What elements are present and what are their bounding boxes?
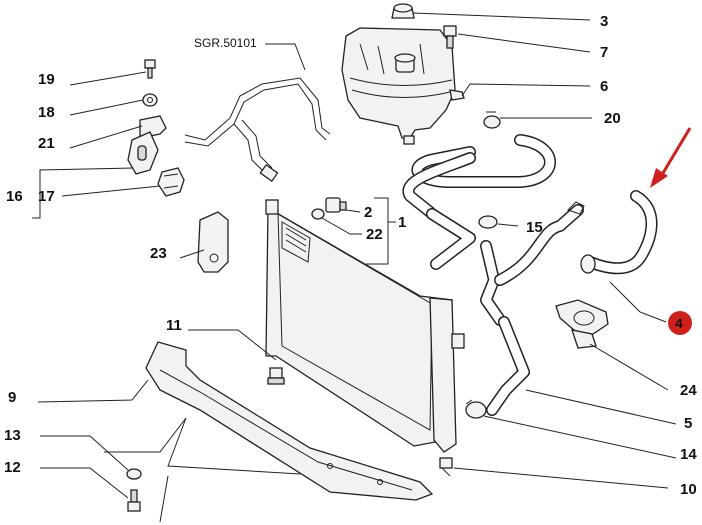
washer-13 (126, 468, 142, 480)
tank-cap (391, 3, 415, 19)
callout-24: 24 (680, 382, 697, 399)
mount-bracket-24 (555, 299, 609, 349)
bracket-21 (127, 115, 167, 175)
nut-18 (142, 93, 158, 107)
callout-12: 12 (4, 459, 21, 476)
callout-18: 18 (38, 104, 55, 121)
leader-3 (412, 12, 591, 21)
bracket-lead-9b (167, 417, 301, 475)
leader-13 (40, 435, 129, 471)
bracket-lead-9a (104, 417, 187, 453)
leader-2 (345, 209, 361, 213)
bracket-lead-1 (366, 197, 389, 265)
callout-21: 21 (38, 135, 55, 152)
callout-4: 4 (675, 315, 683, 331)
rubber-foot-11 (267, 367, 285, 385)
callout-23: 23 (150, 245, 167, 262)
leader-9 (37, 379, 149, 403)
highlight-arrow (658, 127, 692, 179)
callout-5: 5 (684, 415, 692, 432)
leader-6 (461, 83, 591, 97)
clamp-15 (478, 215, 498, 229)
leader-15 (497, 223, 519, 227)
callout-10: 10 (680, 481, 697, 498)
outlet-stub (567, 201, 585, 215)
callout-16: 16 (6, 188, 23, 205)
leader-4 (609, 281, 667, 323)
leader-24 (589, 343, 669, 391)
leader-21 (69, 125, 143, 149)
leader-7 (457, 33, 591, 53)
callout-14: 14 (680, 446, 697, 463)
reference-label: SGR.50101 (194, 36, 257, 50)
bolt-12 (127, 489, 141, 512)
callout-7: 7 (600, 44, 608, 61)
leader-reference (265, 43, 306, 71)
vent-hose (184, 77, 331, 183)
leader-19 (69, 71, 147, 86)
bolt-19 (144, 59, 156, 79)
callout-15: 15 (526, 219, 543, 236)
callout-11: 11 (166, 317, 182, 334)
callout-4-badge (668, 311, 692, 335)
callout-6: 6 (600, 78, 608, 95)
callout-13: 13 (4, 427, 21, 444)
leader-12 (40, 467, 129, 499)
leader-11 (188, 329, 277, 361)
clamp-14 (465, 399, 487, 419)
leader-22 (321, 217, 362, 235)
clamp-20 (483, 111, 501, 129)
hose-4 (580, 190, 658, 275)
leader-10 (453, 467, 669, 489)
connector-pipe (480, 204, 584, 326)
bracket-lead-16 (32, 167, 133, 219)
lower-hose (486, 316, 530, 416)
bracket-23 (197, 211, 229, 273)
leader-14 (483, 415, 677, 459)
plug-2 (325, 197, 347, 213)
callout-20: 20 (604, 110, 621, 127)
grommet-17 (157, 167, 185, 197)
leader-17 (61, 185, 161, 197)
callout-1: 1 (398, 214, 406, 231)
callout-3: 3 (600, 13, 608, 30)
callout-19: 19 (38, 71, 55, 88)
crossmember-9 (145, 341, 434, 501)
bracket-lead-9c (159, 475, 169, 523)
callout-2: 2 (364, 204, 372, 221)
leader-5 (525, 389, 677, 425)
expansion-tank (341, 27, 465, 145)
seal-22 (311, 208, 325, 220)
callout-17: 17 (38, 188, 55, 205)
callout-22: 22 (366, 226, 383, 243)
leader-23 (179, 249, 205, 259)
leader-18 (69, 99, 144, 116)
highlight-arrow-head (650, 168, 668, 188)
drain-plug-10 (439, 457, 453, 477)
bolt-7 (443, 25, 457, 49)
radiator (265, 199, 465, 453)
tank-hose (402, 134, 556, 270)
callout-9: 9 (8, 389, 16, 406)
